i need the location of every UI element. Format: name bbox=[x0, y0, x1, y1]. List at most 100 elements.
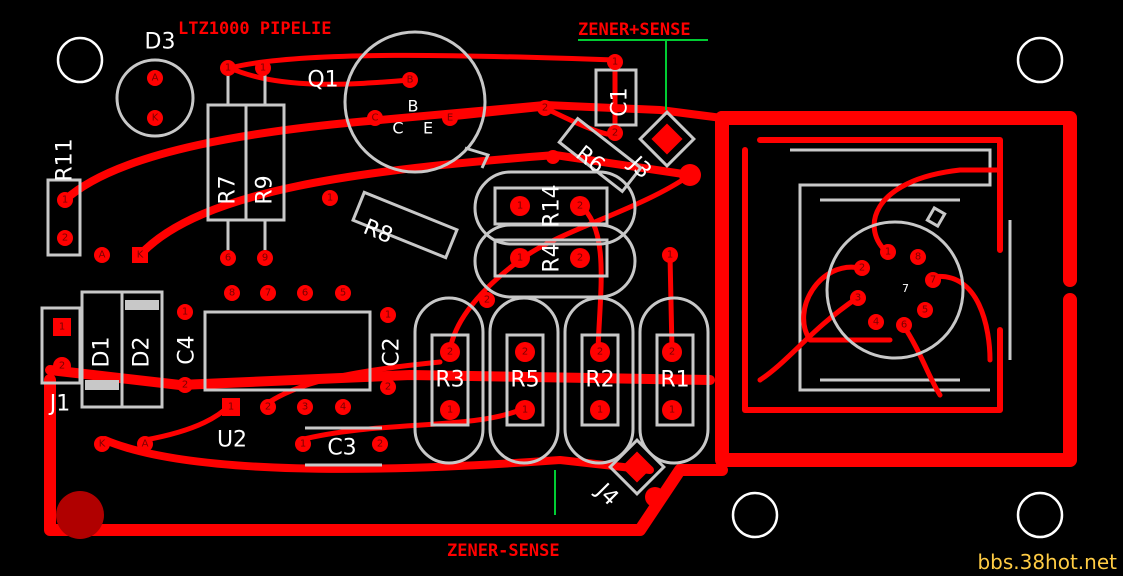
d2-band bbox=[125, 300, 159, 310]
q1-silk-b: B bbox=[408, 97, 419, 116]
r4-pad-1 bbox=[510, 248, 530, 268]
r4-pin-1: 1 bbox=[517, 253, 523, 264]
u2-pin-3: 3 bbox=[302, 402, 308, 413]
c1-pad-2 bbox=[607, 125, 623, 141]
trace-u1-pin1 bbox=[871, 167, 1003, 256]
d2-pad-a bbox=[137, 436, 153, 452]
u2-pin-1: 1 bbox=[228, 402, 234, 413]
u1-pin-3: 3 bbox=[855, 293, 861, 304]
d1-pin-a: A bbox=[99, 250, 106, 261]
q1-pad-b bbox=[402, 72, 418, 88]
u1-pad-1 bbox=[880, 244, 896, 260]
r5-pin-2: 2 bbox=[522, 347, 528, 358]
net-label-top: ZENER+SENSE bbox=[578, 20, 691, 40]
r7-pad-6 bbox=[220, 250, 236, 266]
c2-pin-2: 2 bbox=[385, 382, 391, 393]
trace-c3-r5 bbox=[297, 407, 523, 443]
c2-label: C2 bbox=[380, 337, 405, 366]
trace-u1-pin5 bbox=[900, 322, 943, 398]
u1-pad-2 bbox=[854, 260, 870, 276]
c4-label: C4 bbox=[175, 335, 200, 364]
q1-pin-c: C bbox=[372, 113, 379, 124]
r1-body bbox=[655, 333, 695, 427]
u1-pin-5: 5 bbox=[922, 305, 928, 316]
d3-pin-k: K bbox=[152, 113, 159, 124]
r11-outline bbox=[46, 178, 82, 257]
u1-pin-8: 8 bbox=[915, 252, 921, 263]
u2-outline bbox=[203, 310, 372, 392]
q1-outline bbox=[343, 30, 487, 174]
r1-pin-top: 1 bbox=[667, 250, 673, 261]
r9-pad-9 bbox=[257, 250, 273, 266]
u1-pad-6 bbox=[896, 317, 912, 333]
r8-label: R8 bbox=[360, 215, 397, 249]
u1-pin-1: 1 bbox=[885, 247, 891, 258]
mounting-hole-bottom-mid bbox=[731, 491, 779, 539]
q1-silk-c: C bbox=[392, 119, 403, 138]
d1-pad-a bbox=[94, 247, 110, 263]
d3-pad-k bbox=[147, 110, 163, 126]
u2-pin-8: 8 bbox=[229, 288, 235, 299]
u1-pin-2: 2 bbox=[859, 263, 865, 274]
u1-pin-6: 6 bbox=[901, 320, 907, 331]
j1-outline bbox=[40, 306, 82, 385]
r3-pin-1: 1 bbox=[447, 405, 453, 416]
r3-pad-2 bbox=[440, 342, 460, 362]
guard-ring-silk bbox=[790, 148, 992, 392]
j1-pin-1: 1 bbox=[59, 322, 65, 333]
d2-outline bbox=[120, 290, 164, 409]
r8-pin-2: 2 bbox=[484, 295, 490, 306]
q1-pin-e: E bbox=[447, 113, 453, 124]
u2-pin-6: 6 bbox=[302, 288, 308, 299]
ground-plane-bottom bbox=[715, 111, 1077, 467]
r2-outline bbox=[563, 296, 635, 465]
r5-outline bbox=[488, 296, 560, 465]
r4-body bbox=[493, 238, 609, 278]
c3-pad-2 bbox=[372, 436, 388, 452]
mounting-hole-top-right bbox=[1016, 36, 1064, 84]
r7-pin-1: 1 bbox=[225, 63, 231, 74]
r1-pin-1: 1 bbox=[669, 405, 675, 416]
u2-pad-4 bbox=[335, 399, 351, 415]
mounting-hole-bottom-right bbox=[1016, 491, 1064, 539]
r1-outline bbox=[638, 296, 710, 465]
j3-pad-1 bbox=[651, 123, 683, 155]
r4-label: R4 bbox=[540, 243, 565, 272]
r9-label: R9 bbox=[253, 175, 278, 204]
j4-outline bbox=[608, 438, 666, 496]
d2-pin-a: A bbox=[142, 439, 149, 450]
c2-pad-2 bbox=[380, 379, 396, 395]
trace-r14-r2 bbox=[577, 202, 604, 353]
c3-pad-1 bbox=[295, 436, 311, 452]
c1-outline bbox=[594, 68, 638, 127]
r14-pad-2 bbox=[570, 196, 590, 216]
u1-pin-4: 4 bbox=[873, 317, 879, 328]
j3-outline bbox=[638, 110, 696, 168]
guard-slots-silk bbox=[820, 198, 1012, 382]
r4-pin-2: 2 bbox=[577, 253, 583, 264]
r9-pin-1: 1 bbox=[260, 63, 266, 74]
r9-pad-1 bbox=[255, 60, 271, 76]
d1-pin-k: K bbox=[99, 439, 106, 450]
d2-label: D2 bbox=[130, 337, 155, 368]
u2-pin-4: 4 bbox=[340, 402, 346, 413]
q1-tab bbox=[464, 146, 491, 169]
r4-pad-2 bbox=[570, 248, 590, 268]
r14-pin-1: 1 bbox=[517, 201, 523, 212]
u1-outline bbox=[825, 220, 965, 360]
via-r6 bbox=[546, 150, 560, 164]
r1-label: R1 bbox=[660, 368, 689, 393]
d1-label: D1 bbox=[90, 337, 115, 368]
u2-label: U2 bbox=[217, 428, 247, 453]
r3-pin-2: 2 bbox=[447, 347, 453, 358]
r8-outline bbox=[351, 190, 459, 260]
r7-pad-1 bbox=[220, 60, 236, 76]
q1-silk-e: E bbox=[423, 119, 433, 138]
j3-label: J3 bbox=[622, 150, 656, 184]
trace-q1-base bbox=[227, 65, 413, 87]
c4-pin-2: 2 bbox=[182, 380, 188, 391]
c1-label: C1 bbox=[608, 87, 633, 116]
c4-pin-1: 1 bbox=[182, 307, 188, 318]
u2-pin-5: 5 bbox=[340, 288, 346, 299]
